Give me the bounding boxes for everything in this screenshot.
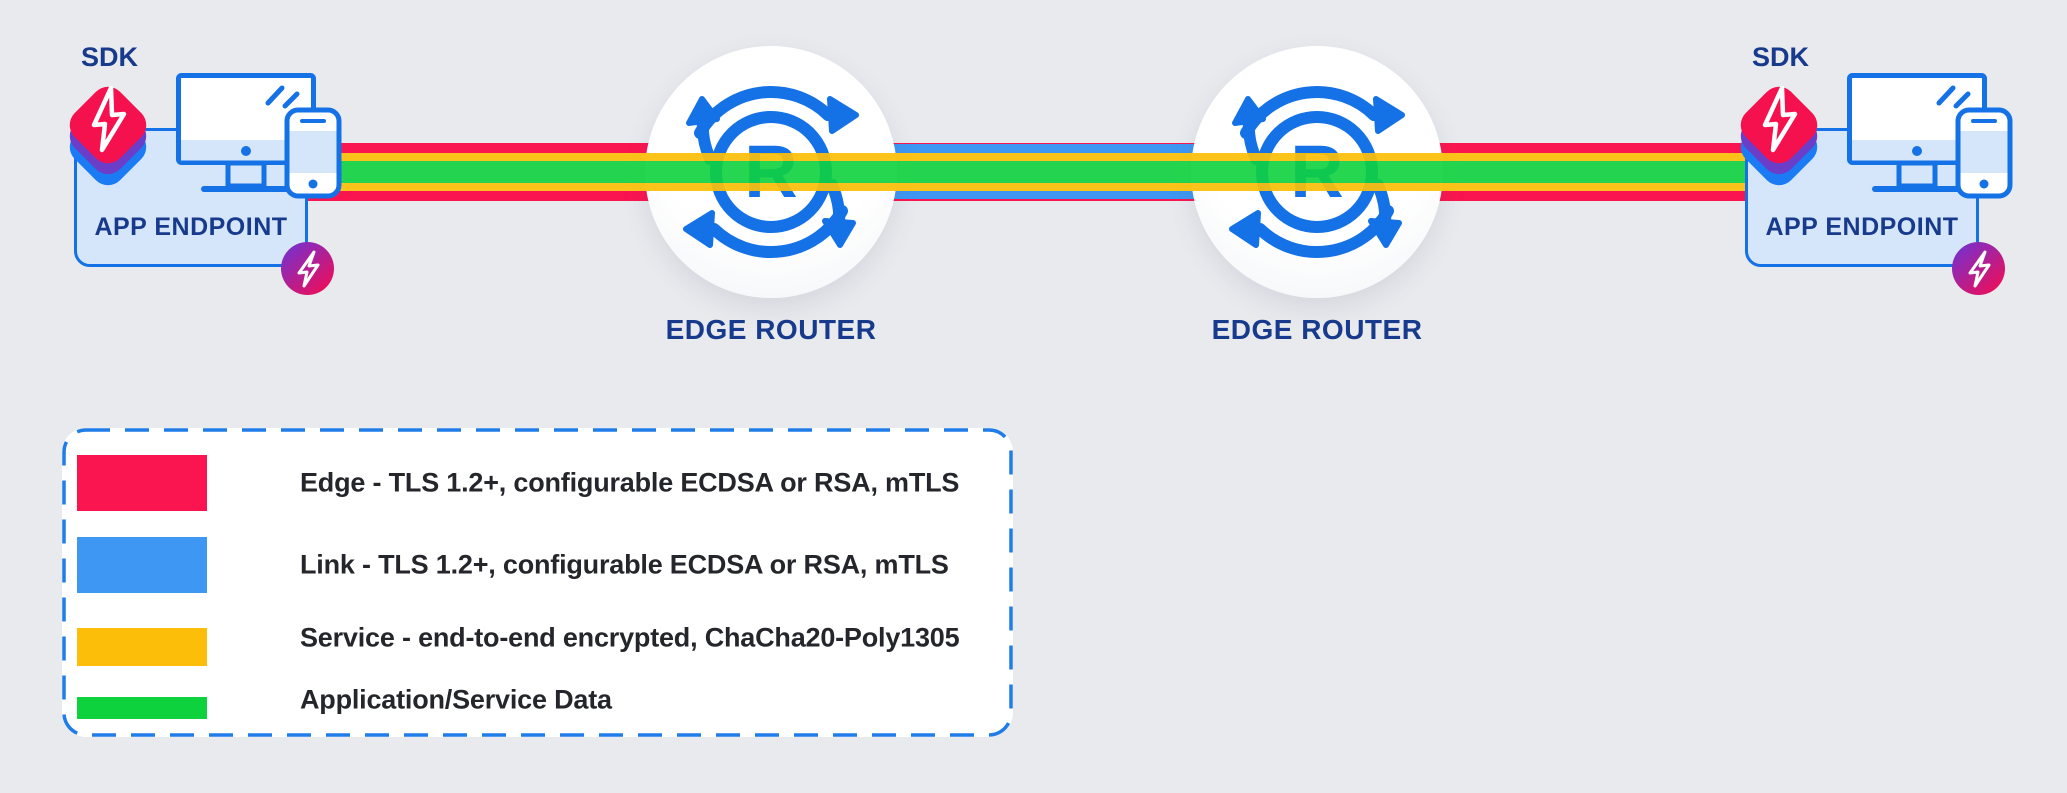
sdk-label: SDK <box>81 42 139 72</box>
service-stripe-top <box>308 153 1745 161</box>
link-stripe-bottom <box>771 191 1317 199</box>
service-stripe-bottom <box>308 183 1745 191</box>
app-endpoint-left: SDK APP ENDPOINT <box>0 0 400 320</box>
edge-router-label-left: EDGE ROUTER <box>665 314 877 345</box>
endpoint-label: APP ENDPOINT <box>1765 213 1959 241</box>
legend-panel: Edge - TLS 1.2+, configurable ECDSA or R… <box>62 428 1013 737</box>
ziti-bolt-icon <box>1762 85 1798 153</box>
sdk-stack-icon <box>69 85 147 186</box>
sdk-label: SDK <box>1752 42 1810 72</box>
legend-label-link: Link - TLS 1.2+, configurable ECDSA or R… <box>300 549 949 580</box>
monitor-icon <box>176 73 316 192</box>
legend-swatch-service <box>77 628 207 666</box>
sdk-stack-icon <box>1740 85 1818 186</box>
ziti-badge <box>1952 242 2005 295</box>
ziti-bolt-icon <box>1968 250 1990 287</box>
edge-router-label-right: EDGE ROUTER <box>1211 314 1423 345</box>
legend-swatch-data <box>77 697 207 719</box>
legend-label-edge: Edge - TLS 1.2+, configurable ECDSA or R… <box>300 467 960 498</box>
endpoint-label: APP ENDPOINT <box>94 213 288 241</box>
legend-swatch-edge <box>77 455 207 511</box>
monitor-icon <box>1847 73 1987 192</box>
app-endpoint-right: SDK APP ENDPOINT <box>1671 0 2067 320</box>
phone-icon <box>284 107 342 199</box>
legend-label-service: Service - end-to-end encrypted, ChaCha20… <box>300 622 960 653</box>
legend-swatch-link <box>77 537 207 593</box>
ziti-bolt-icon <box>297 250 319 287</box>
legend-dashed-border <box>62 428 1013 737</box>
phone-icon <box>1955 107 2013 199</box>
application-data-stripe <box>308 161 1745 183</box>
ziti-badge <box>281 242 334 295</box>
legend-label-data: Application/Service Data <box>300 684 612 715</box>
link-stripe-top <box>771 144 1317 153</box>
ziti-bolt-icon <box>91 85 127 153</box>
